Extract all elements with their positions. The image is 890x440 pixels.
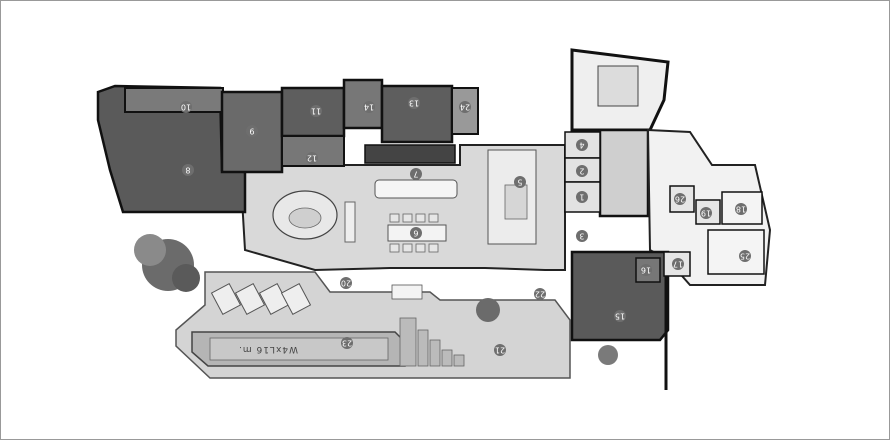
svg-text:18: 18 — [736, 205, 746, 214]
outdoor-dining-set — [391, 284, 423, 300]
pool-steps — [399, 317, 465, 367]
room-marker-21: 21 — [494, 344, 506, 356]
svg-text:24: 24 — [460, 103, 470, 112]
room-marker-14: 14 — [363, 101, 375, 113]
svg-text:7: 7 — [413, 170, 418, 179]
svg-text:10: 10 — [181, 103, 191, 112]
room-marker-17: 17 — [672, 258, 684, 270]
room-marker-25: 25 — [739, 250, 751, 262]
living-floor — [238, 144, 566, 272]
svg-text:9: 9 — [249, 127, 254, 136]
room-marker-13: 13 — [408, 97, 420, 109]
room-marker-18: 18 — [735, 203, 747, 215]
svg-text:4: 4 — [579, 141, 584, 150]
svg-text:14: 14 — [364, 103, 374, 112]
svg-text:20: 20 — [341, 279, 351, 288]
room-marker-6: 6 — [410, 227, 422, 239]
room-18-bedroom — [721, 191, 763, 225]
bench — [344, 201, 356, 243]
tree-left — [134, 234, 200, 292]
room-marker-5: 5 — [514, 176, 526, 188]
pool-dimension-label: W4xL16 m. — [238, 344, 298, 354]
round-lounge-sofa — [272, 190, 338, 240]
svg-text:15: 15 — [615, 312, 625, 321]
shrub-right — [598, 345, 618, 365]
svg-text:23: 23 — [342, 339, 352, 348]
svg-text:5: 5 — [517, 178, 522, 187]
room-marker-22: 22 — [534, 288, 546, 300]
svg-text:17: 17 — [673, 260, 683, 269]
svg-text:25: 25 — [740, 252, 750, 261]
elevator-core — [598, 128, 650, 218]
pool-inner — [209, 337, 389, 361]
room-marker-3: 3 — [576, 230, 588, 242]
svg-text:2: 2 — [579, 167, 584, 176]
room-marker-24: 24 — [459, 101, 471, 113]
room-marker-2: 2 — [576, 165, 588, 177]
room-1 — [564, 181, 601, 213]
stairs — [597, 65, 639, 107]
room-marker-12: 12 — [306, 152, 318, 164]
room-10-bathroom — [124, 87, 224, 113]
svg-text:11: 11 — [311, 107, 321, 116]
room-marker-7: 7 — [410, 168, 422, 180]
svg-text:8: 8 — [185, 166, 190, 175]
svg-text:12: 12 — [307, 154, 317, 163]
svg-text:1: 1 — [579, 193, 584, 202]
room-marker-16: 16 — [640, 264, 652, 276]
svg-text:19: 19 — [701, 209, 711, 218]
room-marker-15: 15 — [614, 310, 626, 322]
svg-text:3: 3 — [579, 232, 584, 241]
room-marker-1: 1 — [576, 191, 588, 203]
room-marker-20: 20 — [340, 277, 352, 289]
svg-text:26: 26 — [675, 195, 685, 204]
room-marker-8: 8 — [182, 164, 194, 176]
sun-loungers — [210, 283, 312, 315]
kitchen-counter — [364, 144, 456, 164]
svg-text:21: 21 — [495, 346, 505, 355]
svg-text:22: 22 — [535, 290, 545, 299]
room-25-bedroom — [707, 229, 765, 275]
room-marker-26: 26 — [674, 193, 686, 205]
svg-text:6: 6 — [413, 229, 418, 238]
room-marker-23: 23 — [341, 337, 353, 349]
room-marker-10: 10 — [180, 101, 192, 113]
room-marker-11: 11 — [310, 105, 322, 117]
living-sofa — [487, 149, 537, 245]
room-marker-4: 4 — [576, 139, 588, 151]
room-number-markers: 1 2 3 4 5 6 7 8 9 10 11 12 13 14 15 16 1… — [180, 97, 751, 356]
room-14-bathroom — [342, 78, 384, 130]
room-marker-9: 9 — [246, 125, 258, 137]
svg-text:16: 16 — [641, 266, 651, 275]
tree-small — [476, 298, 500, 322]
room-marker-19: 19 — [700, 207, 712, 219]
svg-text:13: 13 — [409, 99, 419, 108]
kitchen-island — [374, 179, 458, 199]
room-13-bedroom — [380, 84, 454, 144]
